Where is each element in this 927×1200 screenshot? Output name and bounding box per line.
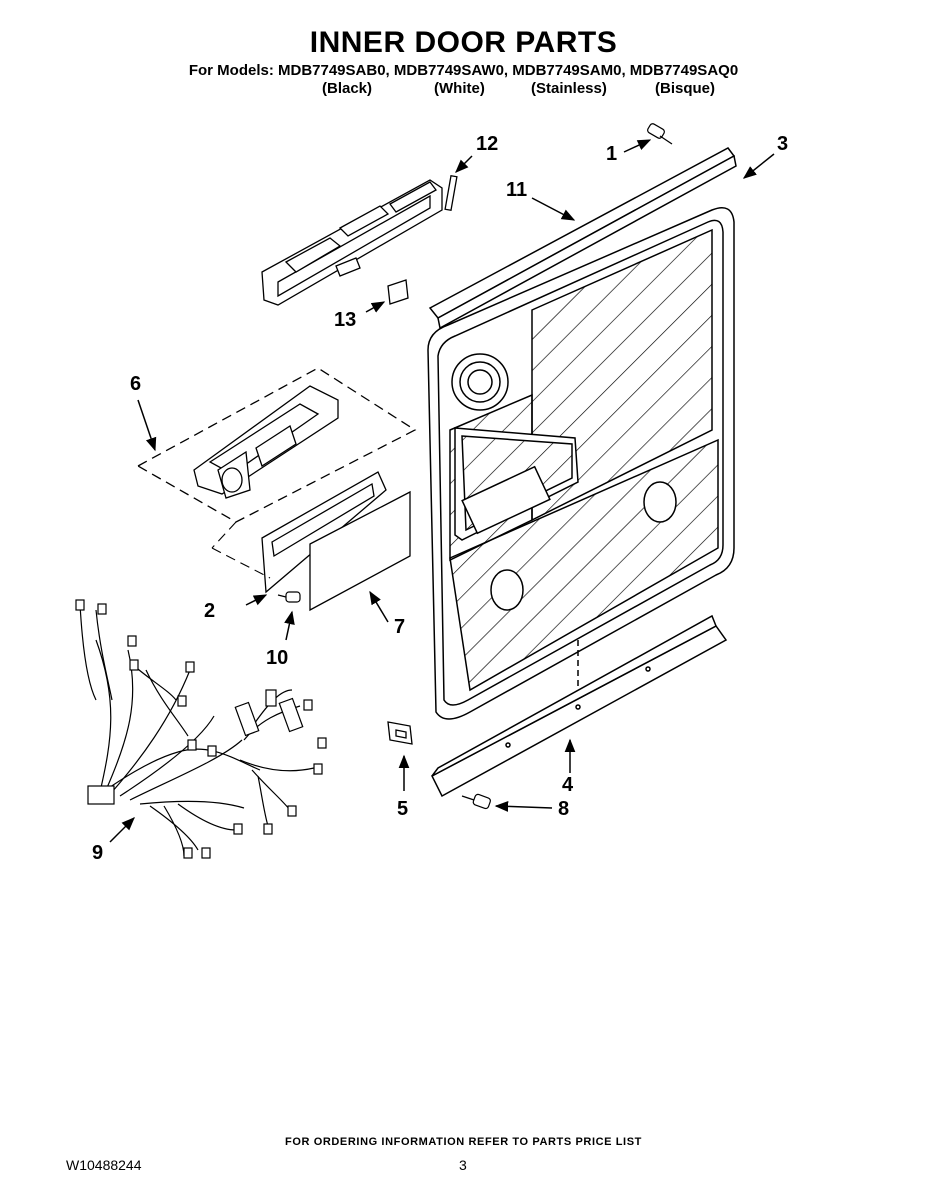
callout-5: 5 bbox=[397, 798, 408, 820]
callout-10: 10 bbox=[266, 647, 288, 669]
lower-trim-strip bbox=[431, 614, 728, 798]
variant-white: (White) bbox=[434, 80, 485, 97]
callout-12: 12 bbox=[476, 133, 498, 155]
inner-door-panel bbox=[427, 207, 735, 720]
callout-3: 3 bbox=[777, 133, 788, 155]
assembly-guide-lines bbox=[211, 521, 271, 579]
callout-11: 11 bbox=[506, 179, 527, 201]
variant-bisque: (Bisque) bbox=[655, 80, 715, 97]
page-number: 3 bbox=[459, 1157, 467, 1173]
models-line: For Models: MDB7749SAB0, MDB7749SAW0, MD… bbox=[188, 62, 739, 79]
ordering-note: FOR ORDERING INFORMATION REFER TO PARTS … bbox=[285, 1136, 642, 1148]
latch-clip bbox=[387, 279, 409, 305]
latch-assembly bbox=[261, 174, 458, 306]
callout-2: 2 bbox=[204, 600, 215, 622]
page-title: INNER DOOR PARTS bbox=[309, 26, 618, 59]
variant-black: (Black) bbox=[322, 80, 373, 97]
callout-4: 4 bbox=[562, 774, 574, 796]
leader-arrows bbox=[109, 139, 775, 843]
top-trim-strip bbox=[428, 147, 737, 330]
door-clip bbox=[387, 721, 413, 745]
callout-6: 6 bbox=[130, 373, 141, 395]
callout-1: 1 bbox=[606, 143, 617, 165]
document-number: W10488244 bbox=[66, 1157, 142, 1173]
insulation-pad bbox=[309, 490, 411, 612]
control-board bbox=[261, 471, 387, 594]
screw-control bbox=[277, 591, 301, 603]
callout-9: 9 bbox=[92, 842, 103, 864]
callout-7: 7 bbox=[394, 616, 405, 638]
callout-8: 8 bbox=[558, 798, 569, 820]
wire-harness bbox=[75, 599, 327, 859]
screw-bottom bbox=[461, 793, 491, 810]
callout-13: 13 bbox=[334, 309, 356, 331]
control-module bbox=[136, 367, 417, 523]
variant-stainless: (Stainless) bbox=[531, 80, 607, 97]
screw-top bbox=[647, 123, 673, 145]
